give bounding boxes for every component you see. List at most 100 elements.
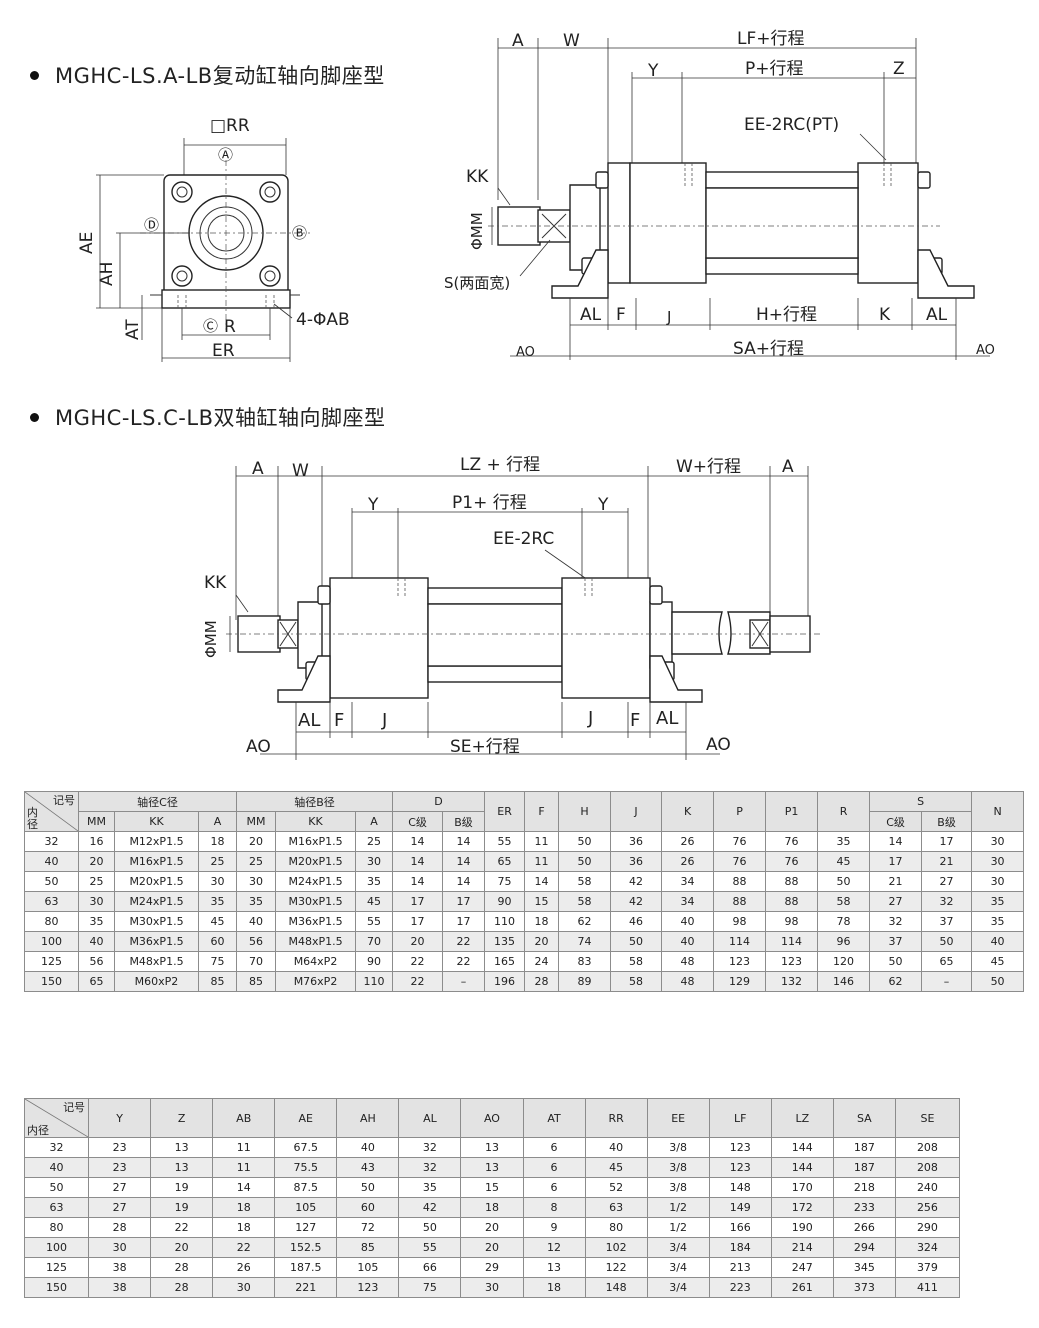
table-cell: 1/2: [646, 1217, 710, 1238]
table1-sub-header: C级: [869, 811, 923, 832]
table-cell: 135: [484, 931, 526, 952]
table-cell: 88: [713, 891, 767, 912]
table-cell: 20: [150, 1237, 214, 1258]
table-cell: 127: [274, 1217, 338, 1238]
table-cell: 78: [817, 911, 871, 932]
table-cell: 18: [460, 1197, 524, 1218]
table-cell: 18: [212, 1217, 276, 1238]
table-cell: 26: [212, 1257, 276, 1278]
table-cell: 411: [894, 1277, 961, 1298]
dim2-w: W: [292, 461, 309, 481]
front-view-drawing: □RR Ⓐ Ⓓ Ⓑ AE AH AT Ⓒ R ER 4-ΦAB: [77, 116, 350, 362]
table-cell: 373: [832, 1277, 896, 1298]
label-circle-b: Ⓑ: [292, 224, 307, 242]
dim-y: Y: [647, 61, 659, 81]
table-cell: 102: [584, 1237, 648, 1258]
table-cell: 221: [274, 1277, 338, 1298]
table-cell: 80: [584, 1217, 648, 1238]
table-cell: 40: [661, 911, 715, 932]
table-cell: 88: [713, 871, 767, 892]
table-cell: 27: [921, 871, 973, 892]
table-cell: 14: [442, 831, 486, 852]
table-cell: 48: [661, 971, 715, 992]
table-cell: 55: [355, 911, 394, 932]
table1-group-header: K: [661, 791, 715, 832]
table1-sub-header: B级: [442, 811, 486, 832]
table1-group-header: S: [869, 791, 973, 812]
dim-f: F: [616, 305, 626, 325]
table-cell: 40: [78, 931, 115, 952]
table-cell: 60: [336, 1197, 400, 1218]
dim2-j2: J: [587, 708, 593, 729]
table-cell: 17: [869, 851, 923, 872]
table-cell: 22: [392, 971, 444, 992]
table-cell: M24xP1.5: [275, 871, 357, 892]
table-cell: 20: [78, 851, 115, 872]
table-cell: 42: [610, 871, 663, 892]
table-cell: 50: [971, 971, 1025, 992]
table-cell: 120: [817, 951, 871, 972]
table-cell: 52: [584, 1177, 648, 1198]
label-ah: AH: [97, 262, 117, 286]
table-cell: 379: [894, 1257, 961, 1278]
table1-sub-header: A: [197, 811, 238, 832]
table-cell: 56: [236, 931, 277, 952]
table-cell: 25: [355, 831, 394, 852]
dim2-ao: AO: [246, 737, 271, 757]
table1-sub-header: KK: [114, 811, 199, 832]
bore-cell: 150: [24, 971, 79, 992]
table-cell: 14: [869, 831, 923, 852]
table-cell: 294: [832, 1237, 896, 1258]
table-cell: 28: [88, 1217, 152, 1238]
section2-heading: MGHC-LS.C-LB双轴缸轴向脚座型: [30, 402, 385, 432]
table-cell: 25: [236, 851, 277, 872]
table-cell: 170: [770, 1177, 834, 1198]
table-cell: 75: [484, 871, 526, 892]
table-cell: 66: [398, 1257, 462, 1278]
table-cell: 15: [524, 891, 560, 912]
table-cell: 65: [78, 971, 115, 992]
dim2-lz: LZ + 行程: [460, 455, 540, 475]
bore-cell: 40: [23, 1157, 90, 1178]
table1-group-header: 轴径B径: [236, 791, 394, 812]
table-cell: 146: [817, 971, 871, 992]
table-cell: 40: [971, 931, 1025, 952]
table-cell: 20: [524, 931, 560, 952]
dim-h: H+行程: [756, 305, 817, 325]
table-cell: 213: [708, 1257, 772, 1278]
table-cell: 14: [524, 871, 560, 892]
table-cell: 214: [770, 1237, 834, 1258]
table-cell: 87.5: [274, 1177, 338, 1198]
dim2-a2: A: [782, 457, 794, 477]
table-cell: 55: [484, 831, 526, 852]
table2-header: Y: [88, 1098, 152, 1138]
table-cell: 43: [336, 1157, 400, 1178]
table-cell: 256: [894, 1197, 961, 1218]
table-cell: 30: [197, 871, 238, 892]
table-cell: 30: [212, 1277, 276, 1298]
table-cell: 208: [894, 1157, 961, 1178]
table-cell: 50: [817, 871, 871, 892]
table-cell: M16xP1.5: [114, 851, 199, 872]
table-cell: 3/4: [646, 1277, 710, 1298]
table-cell: 23: [88, 1157, 152, 1178]
table-cell: 14: [392, 851, 444, 872]
dim2-j: J: [381, 710, 387, 731]
table-cell: 16: [78, 831, 115, 852]
table-cell: 18: [524, 911, 560, 932]
table2-header: Z: [150, 1098, 214, 1138]
table-cell: 35: [355, 871, 394, 892]
table-cell: 261: [770, 1277, 834, 1298]
table-cell: 187.5: [274, 1257, 338, 1278]
table-cell: 65: [921, 951, 973, 972]
table-cell: 98: [713, 911, 767, 932]
